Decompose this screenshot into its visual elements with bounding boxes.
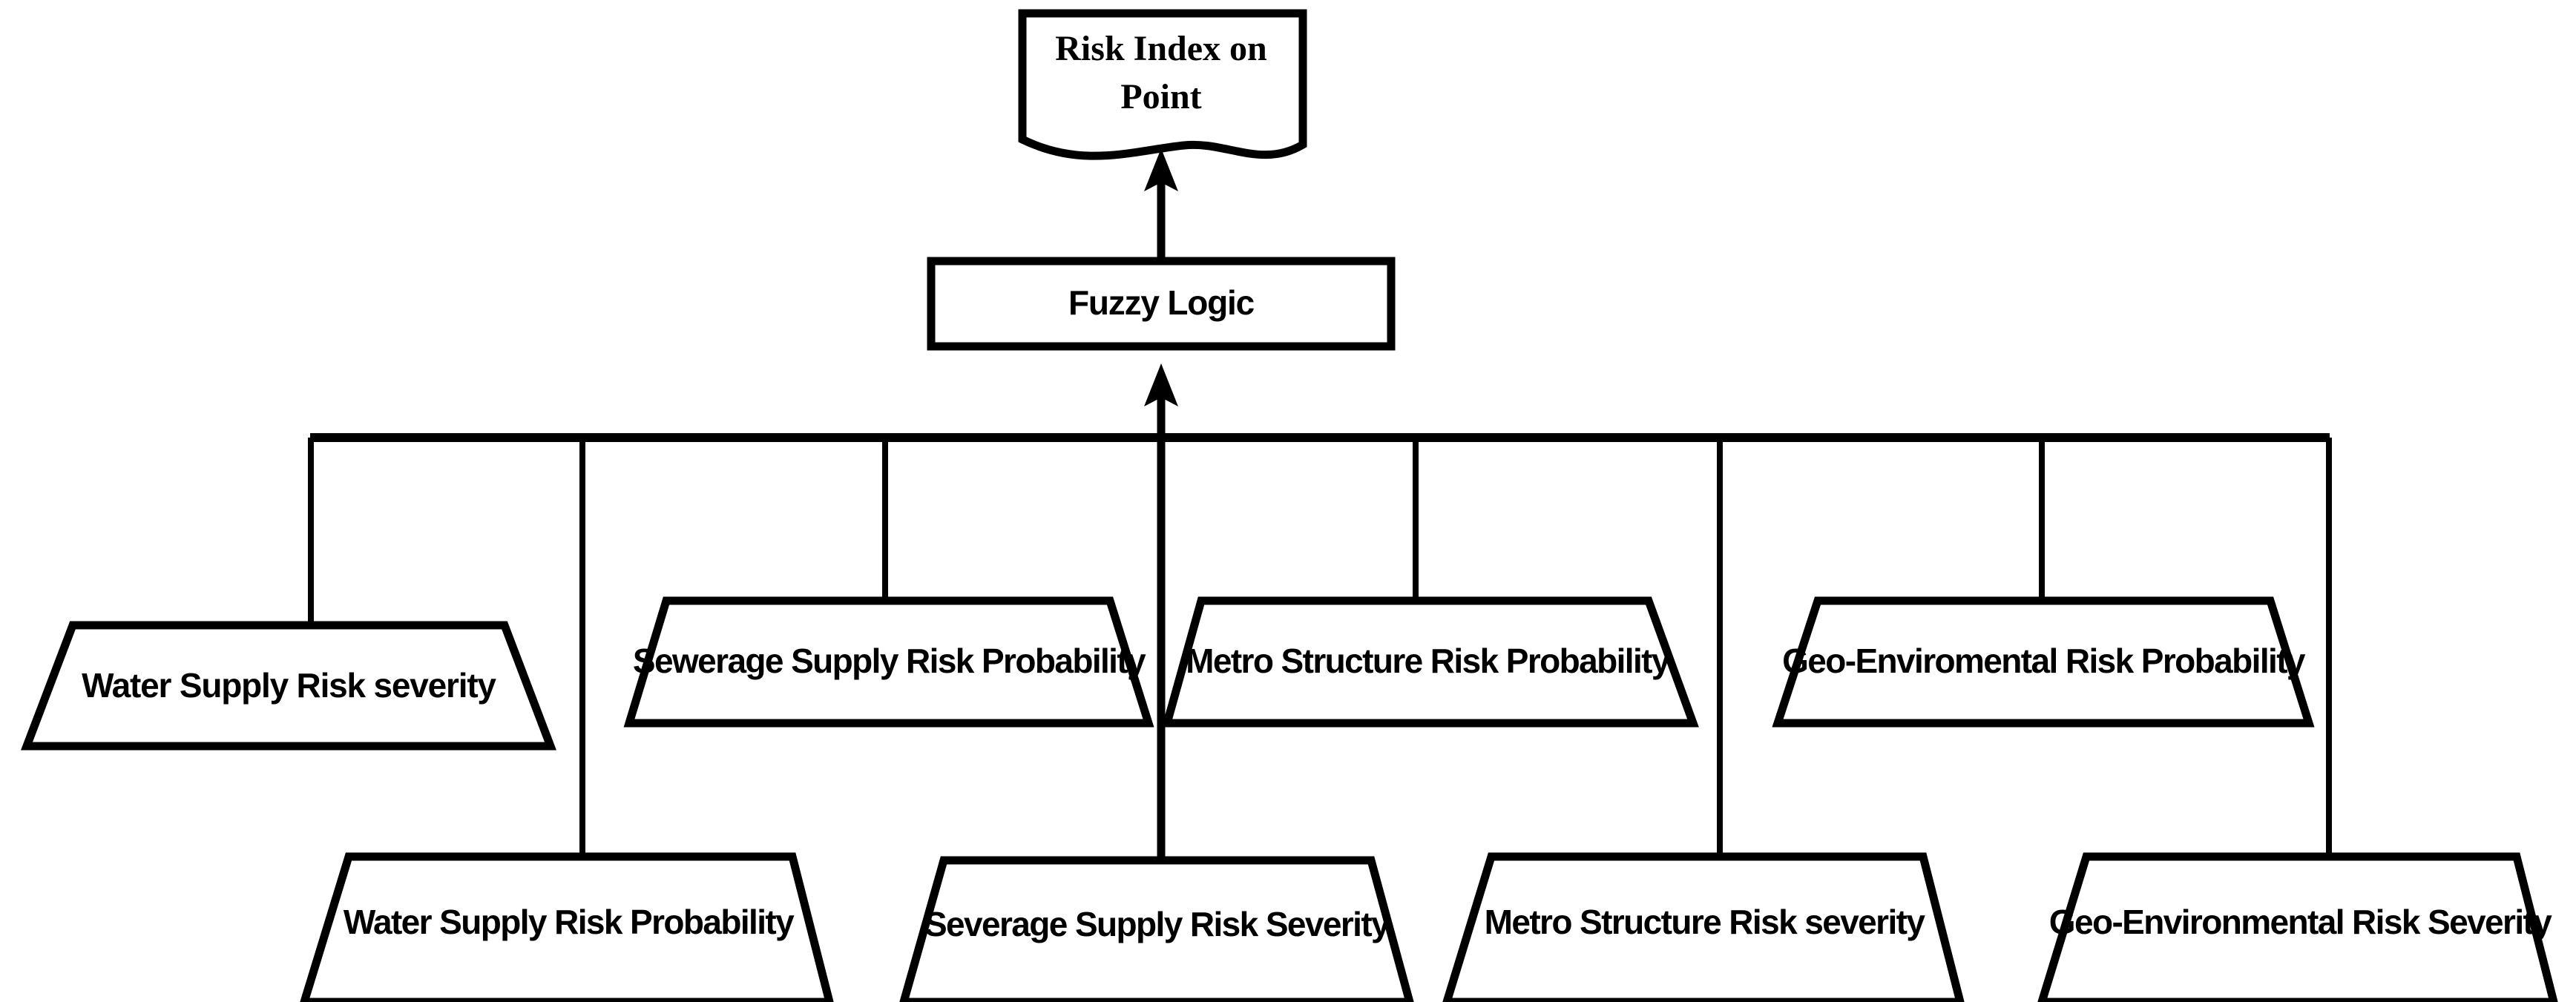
geo-enviromental-risk-probability-label: Geo-Enviromental Risk Probability bbox=[1782, 642, 2306, 680]
trapezoid-shape bbox=[899, 856, 1414, 1002]
risk-index-label-line2: Point bbox=[1120, 77, 1201, 116]
severage-supply-risk-severity-label: Severage Supply Risk Severity bbox=[924, 905, 1390, 943]
water-supply-risk-severity-label: Water Supply Risk severity bbox=[82, 666, 496, 705]
trapezoid-shape bbox=[623, 596, 1154, 728]
metro-structure-risk-probability-label: Metro Structure Risk Probability bbox=[1186, 642, 1671, 680]
node-sewerage-supply-risk-probability[interactable]: Sewerage Supply Risk Probability bbox=[623, 596, 1154, 728]
trapezoid-shape bbox=[1442, 852, 1965, 1002]
arrow-head-up-icon bbox=[1144, 148, 1178, 191]
sewerage-supply-risk-probability-label: Sewerage Supply Risk Probability bbox=[633, 642, 1146, 680]
document-shape bbox=[1018, 9, 1307, 160]
node-risk-index-on-point[interactable]: Risk Index on Point bbox=[1018, 9, 1307, 160]
trapezoid-shape bbox=[300, 852, 834, 1002]
node-water-supply-risk-severity[interactable]: Water Supply Risk severity bbox=[21, 621, 556, 751]
node-water-supply-risk-probability[interactable]: Water Supply Risk Probability bbox=[300, 852, 834, 1002]
node-metro-structure-risk-severity[interactable]: Metro Structure Risk severity bbox=[1442, 852, 1965, 1002]
metro-structure-risk-severity-label: Metro Structure Risk severity bbox=[1485, 903, 1926, 941]
geo-environmental-risk-severity-label: Geo-Environmental Risk Severity bbox=[2049, 903, 2552, 941]
node-metro-structure-risk-probability[interactable]: Metro Structure Risk Probability bbox=[1161, 596, 1699, 728]
arrow-fuzzy-to-risk-index bbox=[1144, 148, 1178, 260]
trapezoid-shape bbox=[1161, 596, 1699, 728]
trapezoid-shape bbox=[21, 621, 556, 751]
risk-index-label-line1: Risk Index on bbox=[1055, 29, 1266, 68]
arrow-head-up-icon-2 bbox=[1144, 363, 1178, 406]
fuzzy-logic-label: Fuzzy Logic bbox=[1068, 283, 1255, 322]
fuzzy-logic-rect bbox=[927, 257, 1396, 351]
trapezoid-shape bbox=[2037, 852, 2558, 1002]
trapezoid-shape bbox=[1772, 596, 2315, 728]
node-geo-enviromental-risk-probability[interactable]: Geo-Enviromental Risk Probability bbox=[1772, 596, 2315, 728]
arrow-bus-to-fuzzy-logic bbox=[1144, 363, 1178, 860]
water-supply-risk-probability-label: Water Supply Risk Probability bbox=[344, 903, 795, 941]
node-geo-environmental-risk-severity[interactable]: Geo-Environmental Risk Severity bbox=[2037, 852, 2558, 1002]
node-fuzzy-logic[interactable]: Fuzzy Logic bbox=[927, 257, 1396, 351]
node-severage-supply-risk-severity[interactable]: Severage Supply Risk Severity bbox=[899, 856, 1414, 1002]
